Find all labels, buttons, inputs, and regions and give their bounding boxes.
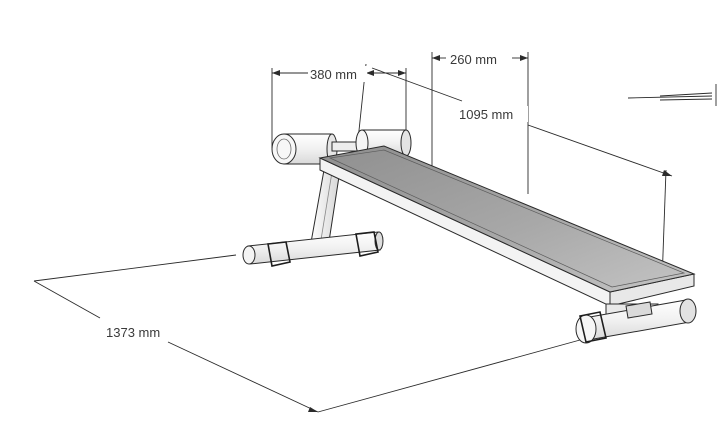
bench-drawing [242,129,697,344]
pad-width-label: 380 mm [310,67,357,82]
overall-length-label: 1373 mm [106,325,160,340]
seat-depth-label: 260 mm [450,52,497,67]
dimension-lines [33,52,717,413]
front-stabilizer [242,231,384,267]
rear-stabilizer [575,298,697,344]
bench-pad [318,145,696,307]
dimension-labels: 380 mm 260 mm 1095 mm 1373 mm [103,51,528,340]
backrest-length-label: 1095 mm [459,107,513,122]
